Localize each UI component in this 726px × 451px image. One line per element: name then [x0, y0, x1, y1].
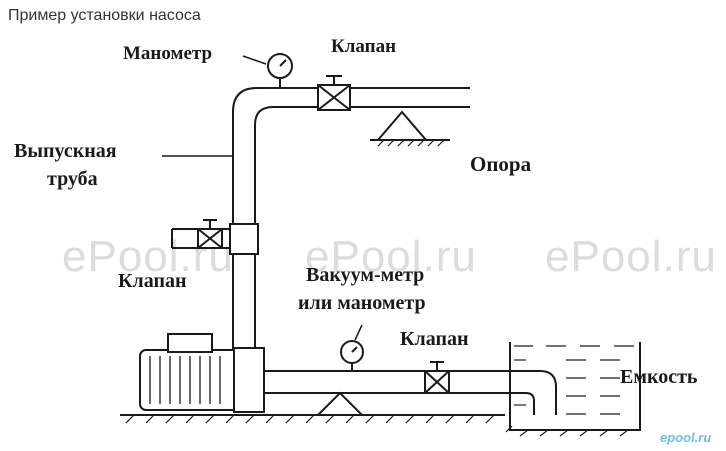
bottom-support: [315, 391, 365, 416]
label-vacuum-line2: или манометр: [298, 292, 426, 314]
label-valve-left: Клапан: [118, 270, 187, 292]
label-manometer: Манометр: [123, 43, 213, 64]
label-valve-top: Клапан: [331, 36, 397, 57]
top-support: [375, 110, 429, 141]
label-outlet-pipe-line1: Выпускная: [14, 140, 117, 162]
suction-pipe-inner: [264, 392, 535, 415]
watermark: ePool.ru: [545, 232, 717, 281]
suction-pipe: [264, 370, 557, 415]
vertical-pipe: [232, 87, 470, 350]
label-vacuum-line1: Вакуум-метр: [306, 264, 425, 286]
epool-logo: epool.ru: [660, 430, 712, 445]
label-tank: Емкость: [620, 366, 698, 388]
vertical-pipe-inner: [254, 106, 470, 350]
tank-walls: [509, 342, 641, 431]
pump-terminal-box: [167, 333, 213, 353]
label-support: Опора: [470, 152, 532, 176]
diagram-caption: Пример установки насоса: [8, 7, 201, 24]
label-valve-bottom: Клапан: [400, 328, 469, 350]
pipe-coupling: [229, 223, 259, 255]
pump-housing: [233, 347, 265, 413]
watermark: ePool.ru: [305, 232, 477, 281]
label-outlet-pipe-line2: труба: [47, 168, 98, 190]
